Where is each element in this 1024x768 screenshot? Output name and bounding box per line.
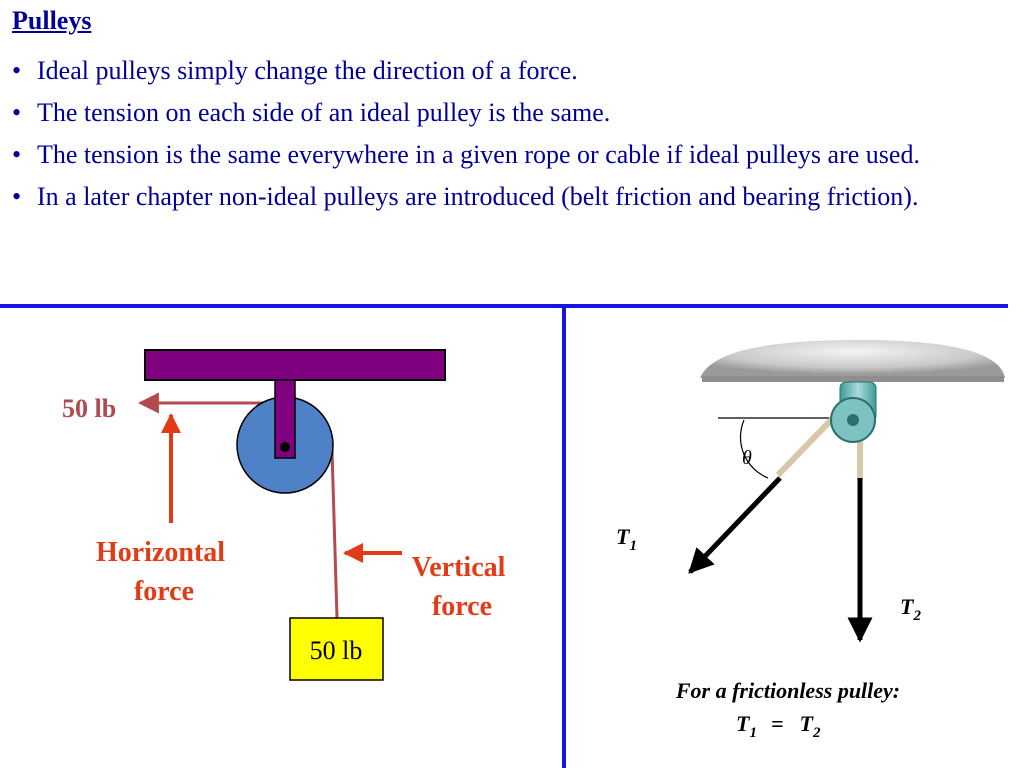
vertical-force-line-1: Vertical	[412, 552, 506, 583]
ceiling-mount-base	[702, 376, 1004, 382]
frictionless-caption: For a frictionless pulley:	[675, 678, 900, 703]
weight-label: 50 lb	[310, 636, 363, 665]
eq-t1-sub: 1	[749, 725, 757, 741]
bullet-text: Ideal pulleys simply change the directio…	[37, 56, 578, 85]
horizontal-force-label: Horizontal force	[96, 537, 232, 607]
angle-arc	[739, 419, 769, 479]
right-pulley-diagram: θ T1 T2 For a frictionless pulley: T1=T2	[616, 340, 1005, 741]
t2-label-sub: 2	[912, 608, 921, 624]
t1-label-sub: 1	[629, 538, 637, 554]
bullet-dot: •	[12, 98, 22, 127]
bullet-text: The tension on each side of an ideal pul…	[37, 98, 611, 127]
t2-label-main: T	[900, 594, 915, 619]
t1-label: T1	[616, 524, 637, 554]
pulley-axle-right	[847, 414, 859, 426]
vertical-force-line-2: force	[432, 591, 492, 622]
ceiling-mount	[700, 340, 1005, 378]
bullet-dot: •	[12, 182, 22, 211]
pulley-axle	[280, 442, 290, 452]
bullet-text: In a later chapter non-ideal pulleys are…	[37, 182, 919, 211]
slide-title: Pulleys	[12, 6, 92, 35]
bullet-dot: •	[12, 56, 22, 85]
bullet-dot: •	[12, 140, 22, 169]
pulley-bracket	[274, 379, 296, 459]
bullet-text: The tension is the same everywhere in a …	[37, 140, 920, 169]
eq-t2-sub: 2	[812, 725, 821, 741]
rope-segment-t1	[775, 412, 839, 478]
eq-t2-main: T	[800, 711, 815, 736]
bullet-item: • In a later chapter non-ideal pulleys ar…	[12, 178, 1002, 215]
bullet-item: • Ideal pulleys simply change the directi…	[12, 52, 1002, 89]
horizontal-force-line-2: force	[134, 576, 194, 607]
horizontal-divider	[0, 304, 1008, 308]
eq-sign: =	[771, 711, 784, 736]
eq-t1-main: T	[736, 711, 751, 736]
tension-equation: T1=T2	[736, 711, 821, 741]
weight-box	[289, 617, 384, 681]
angle-label: θ	[742, 447, 752, 469]
t1-force-arrow	[688, 476, 782, 574]
bullet-item: • The tension is the same everywhere in a…	[12, 136, 1002, 173]
bullet-item: • The tension on each side of an ideal pu…	[12, 94, 1002, 131]
vertical-divider	[562, 308, 566, 768]
vertical-force-label: Vertical force	[412, 552, 513, 622]
bullet-list: • Ideal pulleys simply change the directi…	[12, 52, 1002, 220]
horizontal-force-line-1: Horizontal	[96, 537, 225, 568]
t1-label-main: T	[616, 524, 631, 549]
rope-force-label: 50 lb	[62, 394, 116, 423]
ceiling-beam	[144, 349, 446, 381]
left-pulley-diagram: 50 lb Horizontal force Vertical force 50…	[62, 349, 513, 681]
t2-label: T2	[900, 594, 921, 624]
